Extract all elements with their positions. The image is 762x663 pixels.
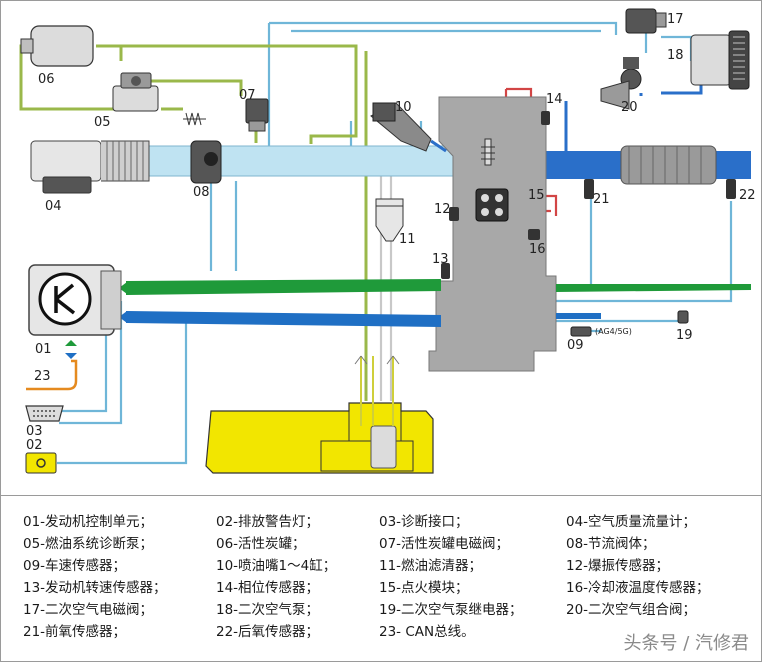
legend-item: 20-二次空气组合阀； <box>566 602 697 618</box>
front-oxygen-sensor <box>584 179 594 199</box>
label-15: 15 <box>528 188 545 203</box>
canister-solenoid-valve <box>245 98 269 132</box>
label-06: 06 <box>38 72 55 87</box>
callout-labels: 01 02 03 04 05 06 07 08 09 10 11 12 13 1… <box>26 12 756 453</box>
legend-item: 05-燃油系统诊断泵； <box>23 536 154 552</box>
legend-item: 15-点火模块； <box>379 580 469 596</box>
knock-sensor <box>449 207 459 221</box>
legend-item: 02-排放警告灯； <box>216 514 320 530</box>
label-20: 20 <box>621 100 638 115</box>
vapor-line <box>19 44 368 401</box>
label-05: 05 <box>94 115 111 130</box>
label-12: 12 <box>434 202 451 217</box>
secondary-air-pump-relay <box>677 310 689 324</box>
coolant-temperature-sensor <box>528 229 540 240</box>
engine-control-unit <box>28 264 122 336</box>
fuel-tank <box>205 402 434 474</box>
intake-air-duct <box>95 145 467 177</box>
label-07: 07 <box>239 88 256 103</box>
legend-item: 13-发动机转速传感器； <box>23 580 167 596</box>
label-18: 18 <box>667 48 684 63</box>
legend-item: 07-活性炭罐电磁阀； <box>379 536 510 552</box>
engine-management-diagram: 01 02 03 04 05 06 07 08 09 10 11 12 13 1… <box>19 8 756 474</box>
legend-item: 19-二次空气泵继电器； <box>379 602 523 618</box>
vehicle-speed-sensor <box>570 326 592 337</box>
label-01: 01 <box>35 342 52 357</box>
fuel-filter <box>375 198 404 242</box>
secondary-air-combination-valve <box>600 57 642 110</box>
label-21: 21 <box>593 192 610 207</box>
legend-item: 23- CAN总线。 <box>379 624 475 640</box>
legend-item: 18-二次空气泵； <box>216 602 320 618</box>
spark-plug <box>481 138 495 166</box>
speed-sensor-tag: (AG4/5G) <box>595 327 632 336</box>
legend-item: 11-燃油滤清器； <box>379 558 483 574</box>
legend-item: 01-发动机控制单元； <box>23 514 154 530</box>
emission-warning-lamp <box>25 452 57 474</box>
label-19: 19 <box>676 328 693 343</box>
legend-item: 21-前氧传感器； <box>23 624 127 640</box>
legend-item: 16-冷却液温度传感器； <box>566 580 710 596</box>
secondary-air-pump <box>690 30 750 90</box>
diagnostic-connector <box>25 405 64 422</box>
legend-item: 14-相位传感器； <box>216 580 320 596</box>
throttle-body <box>190 140 222 184</box>
component-legend: 01-发动机控制单元； 02-排放警告灯； 03-诊断接口； 04-空气质量流量… <box>1 495 762 663</box>
label-22: 22 <box>739 188 756 203</box>
legend-item: 22-后氧传感器； <box>216 624 320 640</box>
label-03: 03 <box>26 424 43 439</box>
engine-block <box>428 96 557 372</box>
label-17: 17 <box>667 12 684 27</box>
engine-speed-sensor <box>441 263 450 279</box>
legend-item: 03-诊断接口； <box>379 514 469 530</box>
watermark: 头条号 / 汽修君 <box>623 633 749 654</box>
fuel-injectors <box>370 102 447 153</box>
label-13: 13 <box>432 252 449 267</box>
fuel-diagnostic-pump <box>112 72 206 126</box>
legend-item: 04-空气质量流量计； <box>566 514 697 530</box>
label-10: 10 <box>395 100 412 115</box>
label-23: 23 <box>34 369 51 384</box>
label-16: 16 <box>529 242 546 257</box>
can-bus-line <box>26 340 78 391</box>
legend-item: 10-喷油嘴1～4缸； <box>216 558 337 574</box>
label-11: 11 <box>399 232 416 247</box>
secondary-air-solenoid <box>625 8 667 34</box>
label-02: 02 <box>26 438 43 453</box>
charcoal-canister <box>20 25 94 67</box>
phase-sensor <box>541 111 550 125</box>
label-04: 04 <box>45 199 62 214</box>
legend-item: 17-二次空气电磁阀； <box>23 602 154 618</box>
signal-buses <box>119 279 751 327</box>
legend-item: 08-节流阀体； <box>566 536 656 552</box>
label-09: 09 <box>567 338 584 353</box>
legend-item: 06-活性炭罐； <box>216 536 306 552</box>
exhaust-pipe <box>526 145 751 185</box>
air-mass-flow-meter <box>30 140 150 194</box>
ignition-module <box>475 188 509 222</box>
label-14: 14 <box>546 92 563 107</box>
label-08: 08 <box>193 185 210 200</box>
rear-oxygen-sensor <box>726 179 736 199</box>
fuel-lines <box>354 355 400 426</box>
legend-item: 12-爆振传感器； <box>566 558 670 574</box>
legend-item: 09-车速传感器； <box>23 558 127 574</box>
